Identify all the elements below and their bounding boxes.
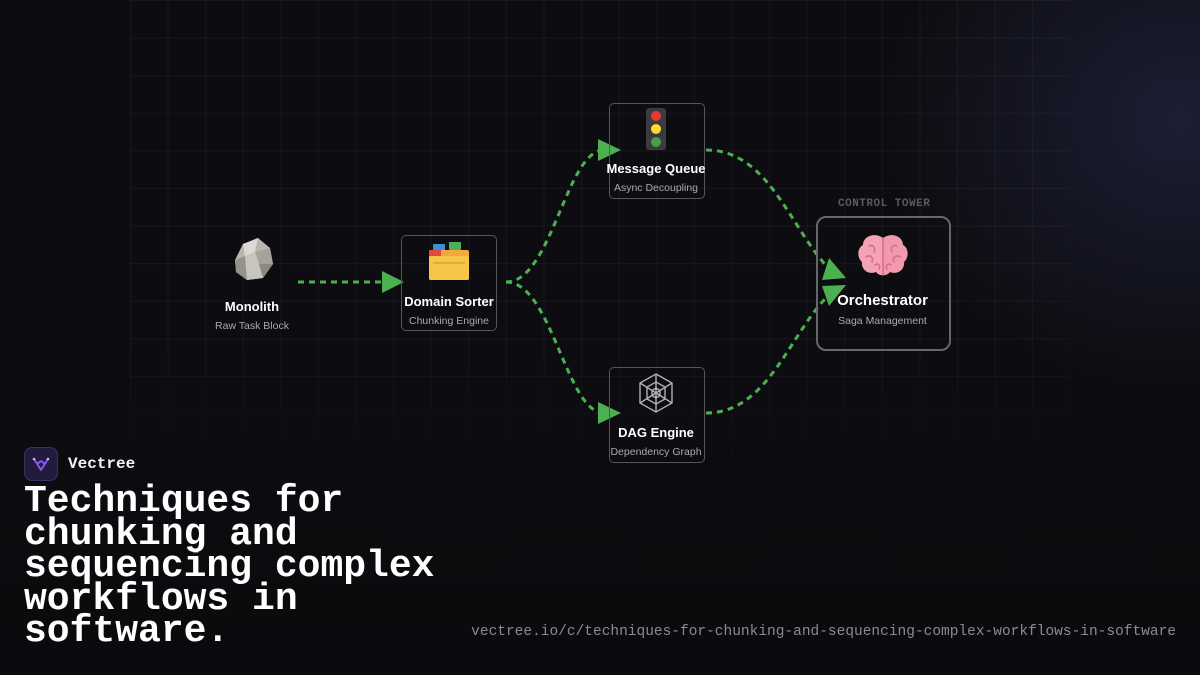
control-tower-label: CONTROL TOWER: [838, 198, 931, 210]
node-domain-sorter-subtitle: Chunking Engine: [409, 315, 489, 327]
brand-name: Vectree: [68, 455, 136, 473]
node-dag-engine[interactable]: DAG Engine Dependency Graph: [596, 370, 716, 458]
node-dag-engine-title: DAG Engine: [618, 425, 694, 440]
card-index-dividers-icon: [393, 238, 505, 284]
node-monolith[interactable]: Monolith Raw Task Block: [196, 228, 308, 332]
edge-dag-engine-to-orchestrator: [705, 290, 834, 415]
arrowhead-orchestrator-bottom: [822, 285, 846, 306]
vectree-logo-icon: [24, 447, 58, 481]
node-orchestrator-title: Orchestrator: [837, 292, 928, 309]
edge-domain-sorter-to-dag-engine: [505, 280, 605, 415]
node-message-queue-box[interactable]: [609, 103, 705, 199]
spider-web-icon: [596, 370, 716, 416]
node-message-queue-subtitle: Async Decoupling: [613, 182, 699, 194]
node-monolith-title: Monolith: [224, 299, 280, 314]
node-message-queue[interactable]: Message Queue Async Decoupling: [596, 106, 716, 194]
node-message-queue-title: Message Queue: [606, 161, 706, 176]
node-dag-engine-box[interactable]: [609, 367, 705, 463]
article-url[interactable]: vectree.io/c/techniques-for-chunking-and…: [471, 624, 1176, 640]
brain-icon: [816, 228, 949, 282]
rock-icon: [196, 228, 308, 290]
arrowhead-orchestrator-top: [822, 258, 846, 280]
edge-message-queue-to-orchestrator: [705, 148, 834, 274]
node-domain-sorter[interactable]: Domain Sorter Chunking Engine: [393, 238, 505, 327]
brand[interactable]: Vectree: [24, 447, 135, 481]
node-orchestrator-box[interactable]: [816, 216, 951, 351]
node-orchestrator-subtitle: Saga Management: [838, 315, 927, 327]
node-orchestrator[interactable]: Orchestrator Saga Management: [816, 228, 949, 327]
arrowhead-domain-sorter: [382, 271, 404, 293]
node-domain-sorter-title: Domain Sorter: [404, 294, 494, 309]
page-title: Techniques for chunking and sequencing c…: [24, 480, 435, 653]
traffic-light-icon: [596, 106, 716, 152]
node-domain-sorter-box[interactable]: [401, 235, 497, 331]
node-dag-engine-subtitle: Dependency Graph: [610, 446, 702, 458]
edge-domain-sorter-to-message-queue: [505, 148, 605, 284]
node-monolith-subtitle: Raw Task Block: [215, 320, 289, 332]
